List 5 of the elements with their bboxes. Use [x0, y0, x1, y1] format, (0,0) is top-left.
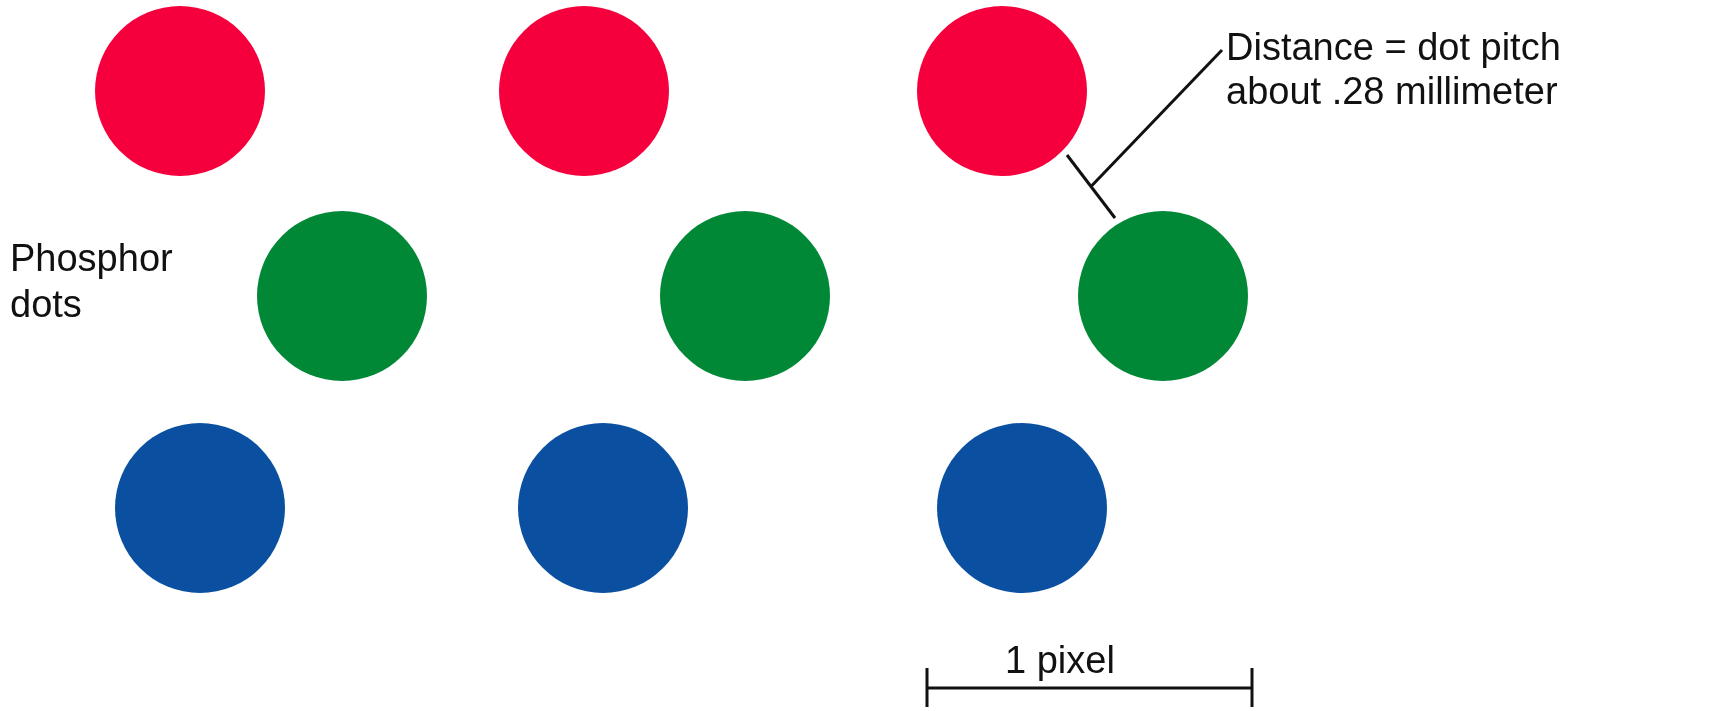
dot-pitch-line — [1065, 154, 1117, 219]
leader-line — [1089, 48, 1224, 188]
callout-text: Distance = dot pitch about .28 millimeter — [1225, 26, 1562, 114]
label-text: Phosphor dots — [10, 236, 170, 327]
dimension-label: 1 pixel — [1005, 640, 1115, 682]
